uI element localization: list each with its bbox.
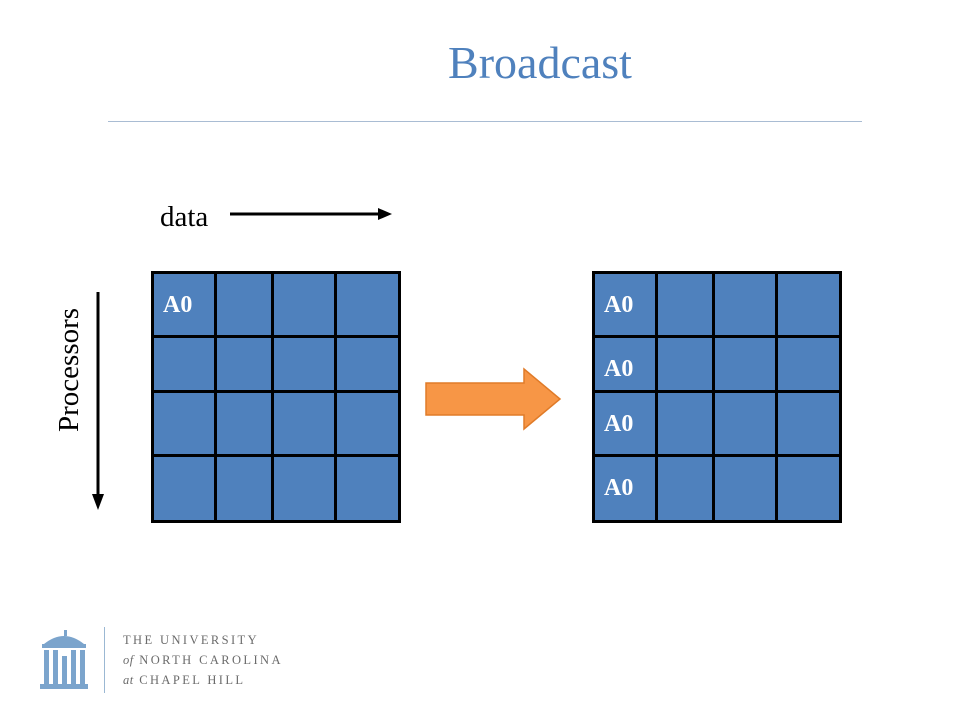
- university-well-logo-icon: [40, 630, 88, 689]
- grid-cell: [658, 393, 712, 454]
- grid-cell: [154, 457, 214, 520]
- grid-cell: [715, 274, 775, 335]
- grid-cell: A0: [595, 338, 655, 390]
- grid-cell: A0: [595, 457, 655, 520]
- grid-cell: [217, 457, 271, 520]
- grid-cell: [274, 338, 334, 390]
- grid-cell: [274, 393, 334, 454]
- grid-cell: [274, 274, 334, 335]
- grid-cell: [778, 393, 839, 454]
- cell-label: A0: [604, 475, 634, 501]
- grid-cell: [217, 274, 271, 335]
- data-axis-arrow-icon: [230, 208, 392, 220]
- grid-cell: [217, 393, 271, 454]
- processors-axis-label: Processors: [53, 307, 85, 432]
- grid-cell: [658, 338, 712, 390]
- grid-cell: [778, 274, 839, 335]
- grid-cell: [715, 393, 775, 454]
- slide-title: Broadcast: [448, 37, 632, 88]
- grid-cell: [337, 393, 398, 454]
- grid-cell: A0: [154, 274, 214, 335]
- grid-cell: [337, 274, 398, 335]
- title-divider: [108, 121, 862, 122]
- grid-cell: [337, 338, 398, 390]
- broadcast-arrow-icon: [425, 367, 562, 431]
- grid-cell: A0: [595, 274, 655, 335]
- grid-cell: [658, 457, 712, 520]
- grid-cell: [715, 457, 775, 520]
- grid-before: A0: [151, 271, 401, 523]
- cell-label: A0: [163, 292, 193, 318]
- grid-cell: [337, 457, 398, 520]
- grid-cell: [217, 338, 271, 390]
- grid-cell: [274, 457, 334, 520]
- cell-label: A0: [604, 292, 634, 318]
- grid-cell: [154, 338, 214, 390]
- processors-axis-arrow-icon: [92, 292, 104, 510]
- university-name-line-3: at CHAPEL HILL: [123, 673, 246, 687]
- grid-cell: [778, 338, 839, 390]
- cell-label: A0: [604, 411, 634, 437]
- grid-cell: [778, 457, 839, 520]
- grid-cell: A0: [595, 393, 655, 454]
- grid-cell: [154, 393, 214, 454]
- grid-cell: [658, 274, 712, 335]
- university-name-line-2: of NORTH CAROLINA: [123, 653, 283, 667]
- cell-label: A0: [604, 356, 634, 382]
- data-axis-label: data: [160, 201, 209, 233]
- grid-cell: [715, 338, 775, 390]
- logo-divider: [104, 627, 105, 693]
- university-name-line-1: THE UNIVERSITY: [123, 633, 260, 647]
